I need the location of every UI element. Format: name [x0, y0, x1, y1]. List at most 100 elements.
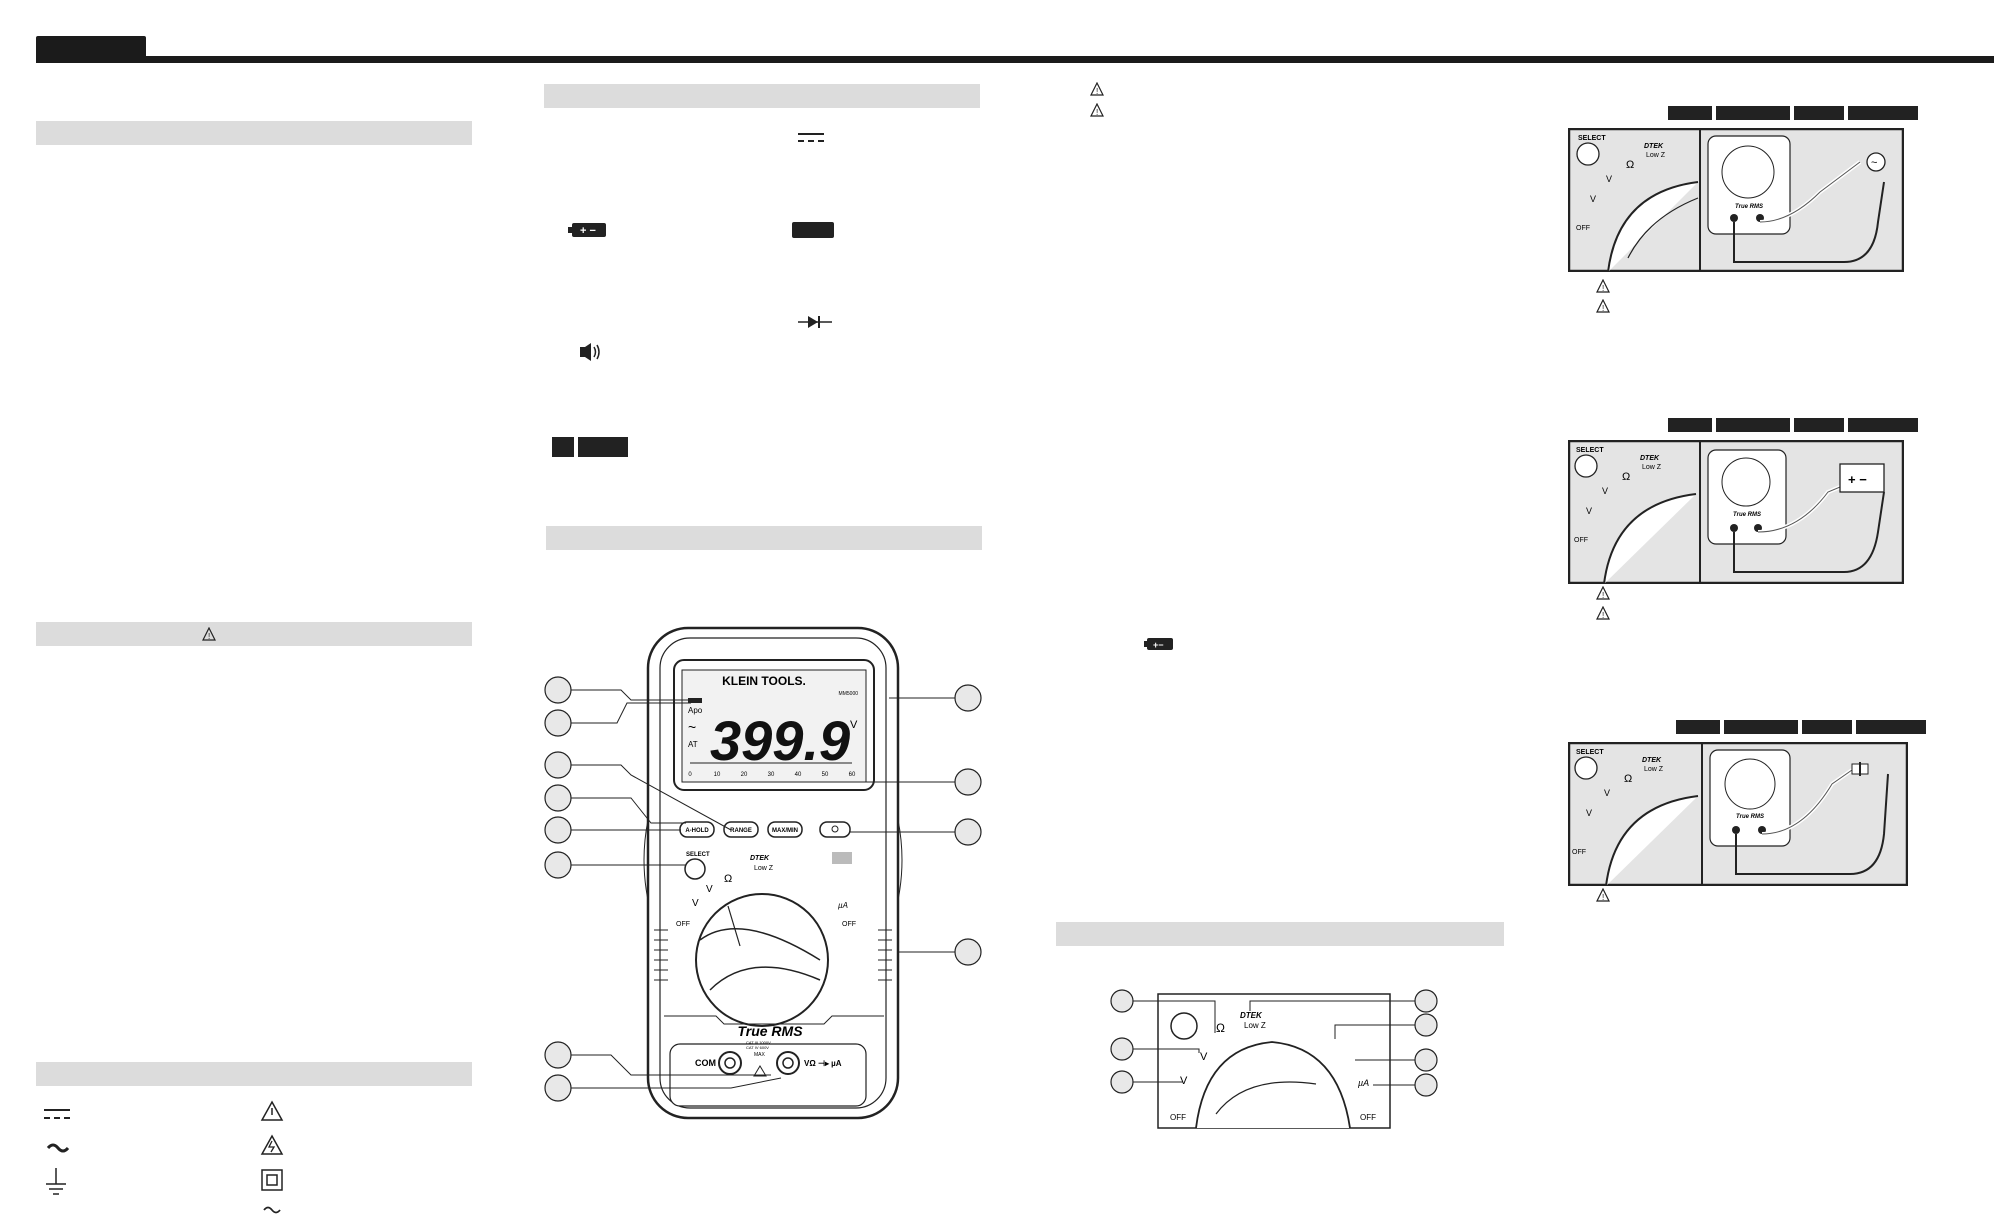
meter-brand: KLEIN TOOLS. [722, 674, 806, 688]
dial-figure: DTEK Low Z Ω V V OFF OFF µA [1110, 989, 1438, 1129]
svg-text:True RMS: True RMS [1733, 512, 1761, 518]
max-min-button [767, 821, 803, 838]
svg-text:OFF: OFF [1170, 1113, 1186, 1122]
lcd-indicator-chip [792, 222, 834, 238]
select-label: SELECT [686, 852, 710, 858]
section-bar-2 [36, 622, 472, 646]
svg-text:+ −: + − [1848, 472, 1867, 487]
callout-8 [544, 1074, 572, 1102]
svg-text:V: V [1180, 1075, 1188, 1087]
indicator-chip-small [552, 437, 574, 457]
svg-text:!: ! [1602, 893, 1604, 902]
svg-text:+−: +− [1153, 640, 1164, 650]
dial-callout-4 [1414, 989, 1438, 1013]
multimeter-figure: KLEIN TOOLS. MM5000 Apo ~ AT 399.9 V 0 1… [544, 626, 982, 1120]
indicator-chip-wide [578, 437, 628, 457]
svg-text:OFF: OFF [842, 921, 856, 928]
dial-callout-2 [1110, 1037, 1134, 1061]
svg-text:V: V [692, 898, 699, 909]
dial-callout-5 [1414, 1013, 1438, 1037]
dial-callout-7 [1414, 1073, 1438, 1097]
svg-text:µA: µA [838, 901, 848, 910]
header-rule [36, 56, 1994, 63]
svg-text:V: V [1602, 486, 1608, 496]
svg-text:V: V [1586, 808, 1592, 818]
callout-4 [544, 784, 572, 812]
input-label: VΩ ⊣▸ µA [804, 1059, 842, 1068]
svg-text:Low Z: Low Z [1642, 464, 1662, 471]
callout-1 [544, 676, 572, 704]
svg-text:Ω: Ω [1626, 159, 1634, 171]
com-label: COM [695, 1058, 716, 1068]
warning-symbol-icon [260, 1100, 284, 1121]
svg-text:!: ! [208, 632, 210, 641]
scale-tick-4: 40 [795, 772, 802, 778]
callout-6 [544, 851, 572, 879]
svg-text:DTEK: DTEK [1642, 757, 1662, 764]
meter-model: MM5000 [839, 691, 859, 697]
true-rms-logo: True RMS [737, 1023, 803, 1039]
continuity-icon [580, 343, 600, 361]
svg-text:V: V [1200, 1051, 1208, 1063]
svg-text:!: ! [1602, 284, 1604, 293]
battery-icon: + − [568, 223, 606, 237]
warning-icon-1: ! [1090, 82, 1104, 96]
svg-text:V: V [1606, 174, 1612, 184]
diagram-3-warning-1: ! [1596, 888, 1610, 902]
svg-text:!: ! [1602, 591, 1604, 600]
svg-text:Low Z: Low Z [754, 865, 774, 872]
rotary-dial [695, 893, 829, 1027]
svg-text:SELECT: SELECT [1578, 135, 1606, 142]
svg-text:SELECT: SELECT [1576, 447, 1604, 454]
diagram-1-warning-1: ! [1596, 279, 1610, 293]
svg-text:DTEK: DTEK [750, 855, 770, 862]
range-button [723, 821, 759, 838]
svg-text:!: ! [1602, 611, 1604, 620]
diode-icon [798, 316, 832, 328]
dc-icon [798, 133, 824, 142]
svg-text:True RMS: True RMS [1736, 814, 1764, 820]
dial-callout-6 [1414, 1048, 1438, 1072]
svg-text:Ω: Ω [724, 873, 732, 885]
svg-text:OFF: OFF [1574, 537, 1588, 544]
scale-tick-2: 20 [741, 772, 748, 778]
dial-callout-1 [1110, 989, 1134, 1013]
warning-icon: ! [202, 627, 216, 641]
callout-5 [544, 816, 572, 844]
scale-tick-5: 50 [822, 772, 829, 778]
svg-text:Low Z: Low Z [1644, 766, 1664, 773]
diagram-2-warning-1: ! [1596, 586, 1610, 600]
callout-11 [954, 818, 982, 846]
callout-10 [954, 768, 982, 796]
symbols-table [44, 1100, 284, 1214]
callout-9 [954, 684, 982, 712]
section-bar-3 [36, 1062, 472, 1086]
svg-text:µA: µA [1358, 1078, 1369, 1088]
ac-dc-symbol-icon [46, 1143, 70, 1153]
callout-2 [544, 709, 572, 737]
svg-text:CAT III 1000V: CAT III 1000V [746, 1040, 771, 1045]
high-voltage-icon [260, 1134, 284, 1155]
select-button [684, 858, 706, 880]
diagram-2-tabs [1668, 418, 1918, 432]
ac-wave-icon [263, 1206, 281, 1214]
svg-text:Low Z: Low Z [1646, 152, 1666, 159]
diagram-1-warning-2: ! [1596, 299, 1610, 313]
svg-text:DTEK: DTEK [1640, 455, 1660, 462]
v-ohm-jack [776, 1051, 800, 1075]
svg-text:MAX/MIN: MAX/MIN [772, 828, 798, 834]
section-bar-6 [1056, 922, 1504, 946]
svg-text:SELECT: SELECT [1576, 749, 1604, 756]
svg-text:Low Z: Low Z [1244, 1021, 1266, 1030]
scale-tick-6: 60 [849, 772, 856, 778]
svg-text:V: V [1590, 194, 1596, 204]
com-jack [718, 1051, 742, 1075]
connection-diagram-3: SELECT DTEK Low Z Ω V V OFF True RMS [1568, 742, 1908, 886]
svg-text:!: ! [1096, 87, 1098, 96]
scale-tick-1: 10 [714, 772, 721, 778]
svg-text:DTEK: DTEK [1644, 143, 1664, 150]
svg-text:~: ~ [688, 719, 696, 735]
svg-text:V: V [1586, 506, 1592, 516]
svg-text:+ −: + − [580, 225, 596, 237]
callout-12 [954, 938, 982, 966]
